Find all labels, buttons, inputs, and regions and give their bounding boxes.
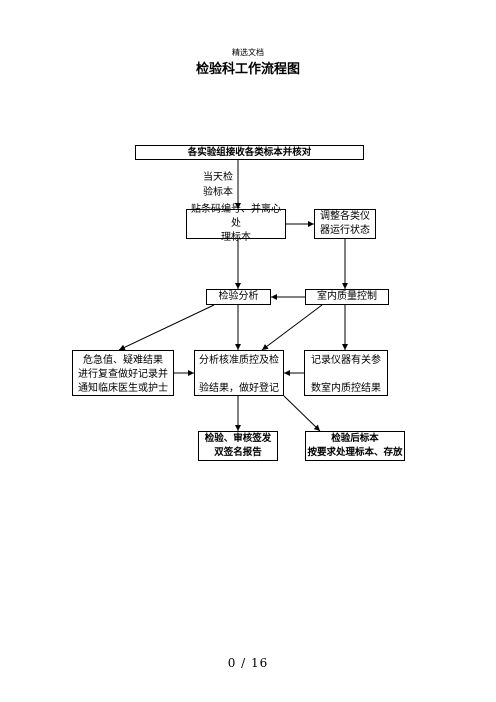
node-receive-specimens: 各实验组接收各类标本并核对	[135, 145, 364, 160]
node-critical-values: 危急值、疑难结果 进行复查做好记录并 通知临床医生或护士	[72, 350, 174, 396]
arrow-verify-post	[283, 395, 321, 432]
node-report-signoff: 检验、审核签发 双签名报告	[198, 431, 278, 461]
node-adjust-instruments: 调整各类仪 器运行状态	[314, 209, 376, 239]
node-verify-results: 分析核准质控及检 验结果，做好登记	[194, 350, 284, 396]
node-test-analysis: 检验分析	[206, 289, 271, 305]
node-record-parameters: 记录仪器有关参 数室内质控结果	[304, 350, 388, 396]
node-internal-qc: 室内质量控制	[305, 289, 389, 305]
arrow-analysis-critical	[118, 304, 215, 351]
node-barcode-centrifuge: 贴条码编号、并离心处 理标本	[186, 204, 286, 243]
header-note: 精选文档	[232, 48, 264, 57]
node-post-specimens: 检验后标本 按要求处理标本、存放	[305, 431, 405, 461]
page-title: 检验科工作流程图	[195, 62, 300, 77]
label-same-day-specimens: 当天检 验标本	[203, 172, 233, 198]
arrow-qc-verify	[261, 304, 323, 351]
page-number: 0 / 16	[227, 656, 269, 670]
